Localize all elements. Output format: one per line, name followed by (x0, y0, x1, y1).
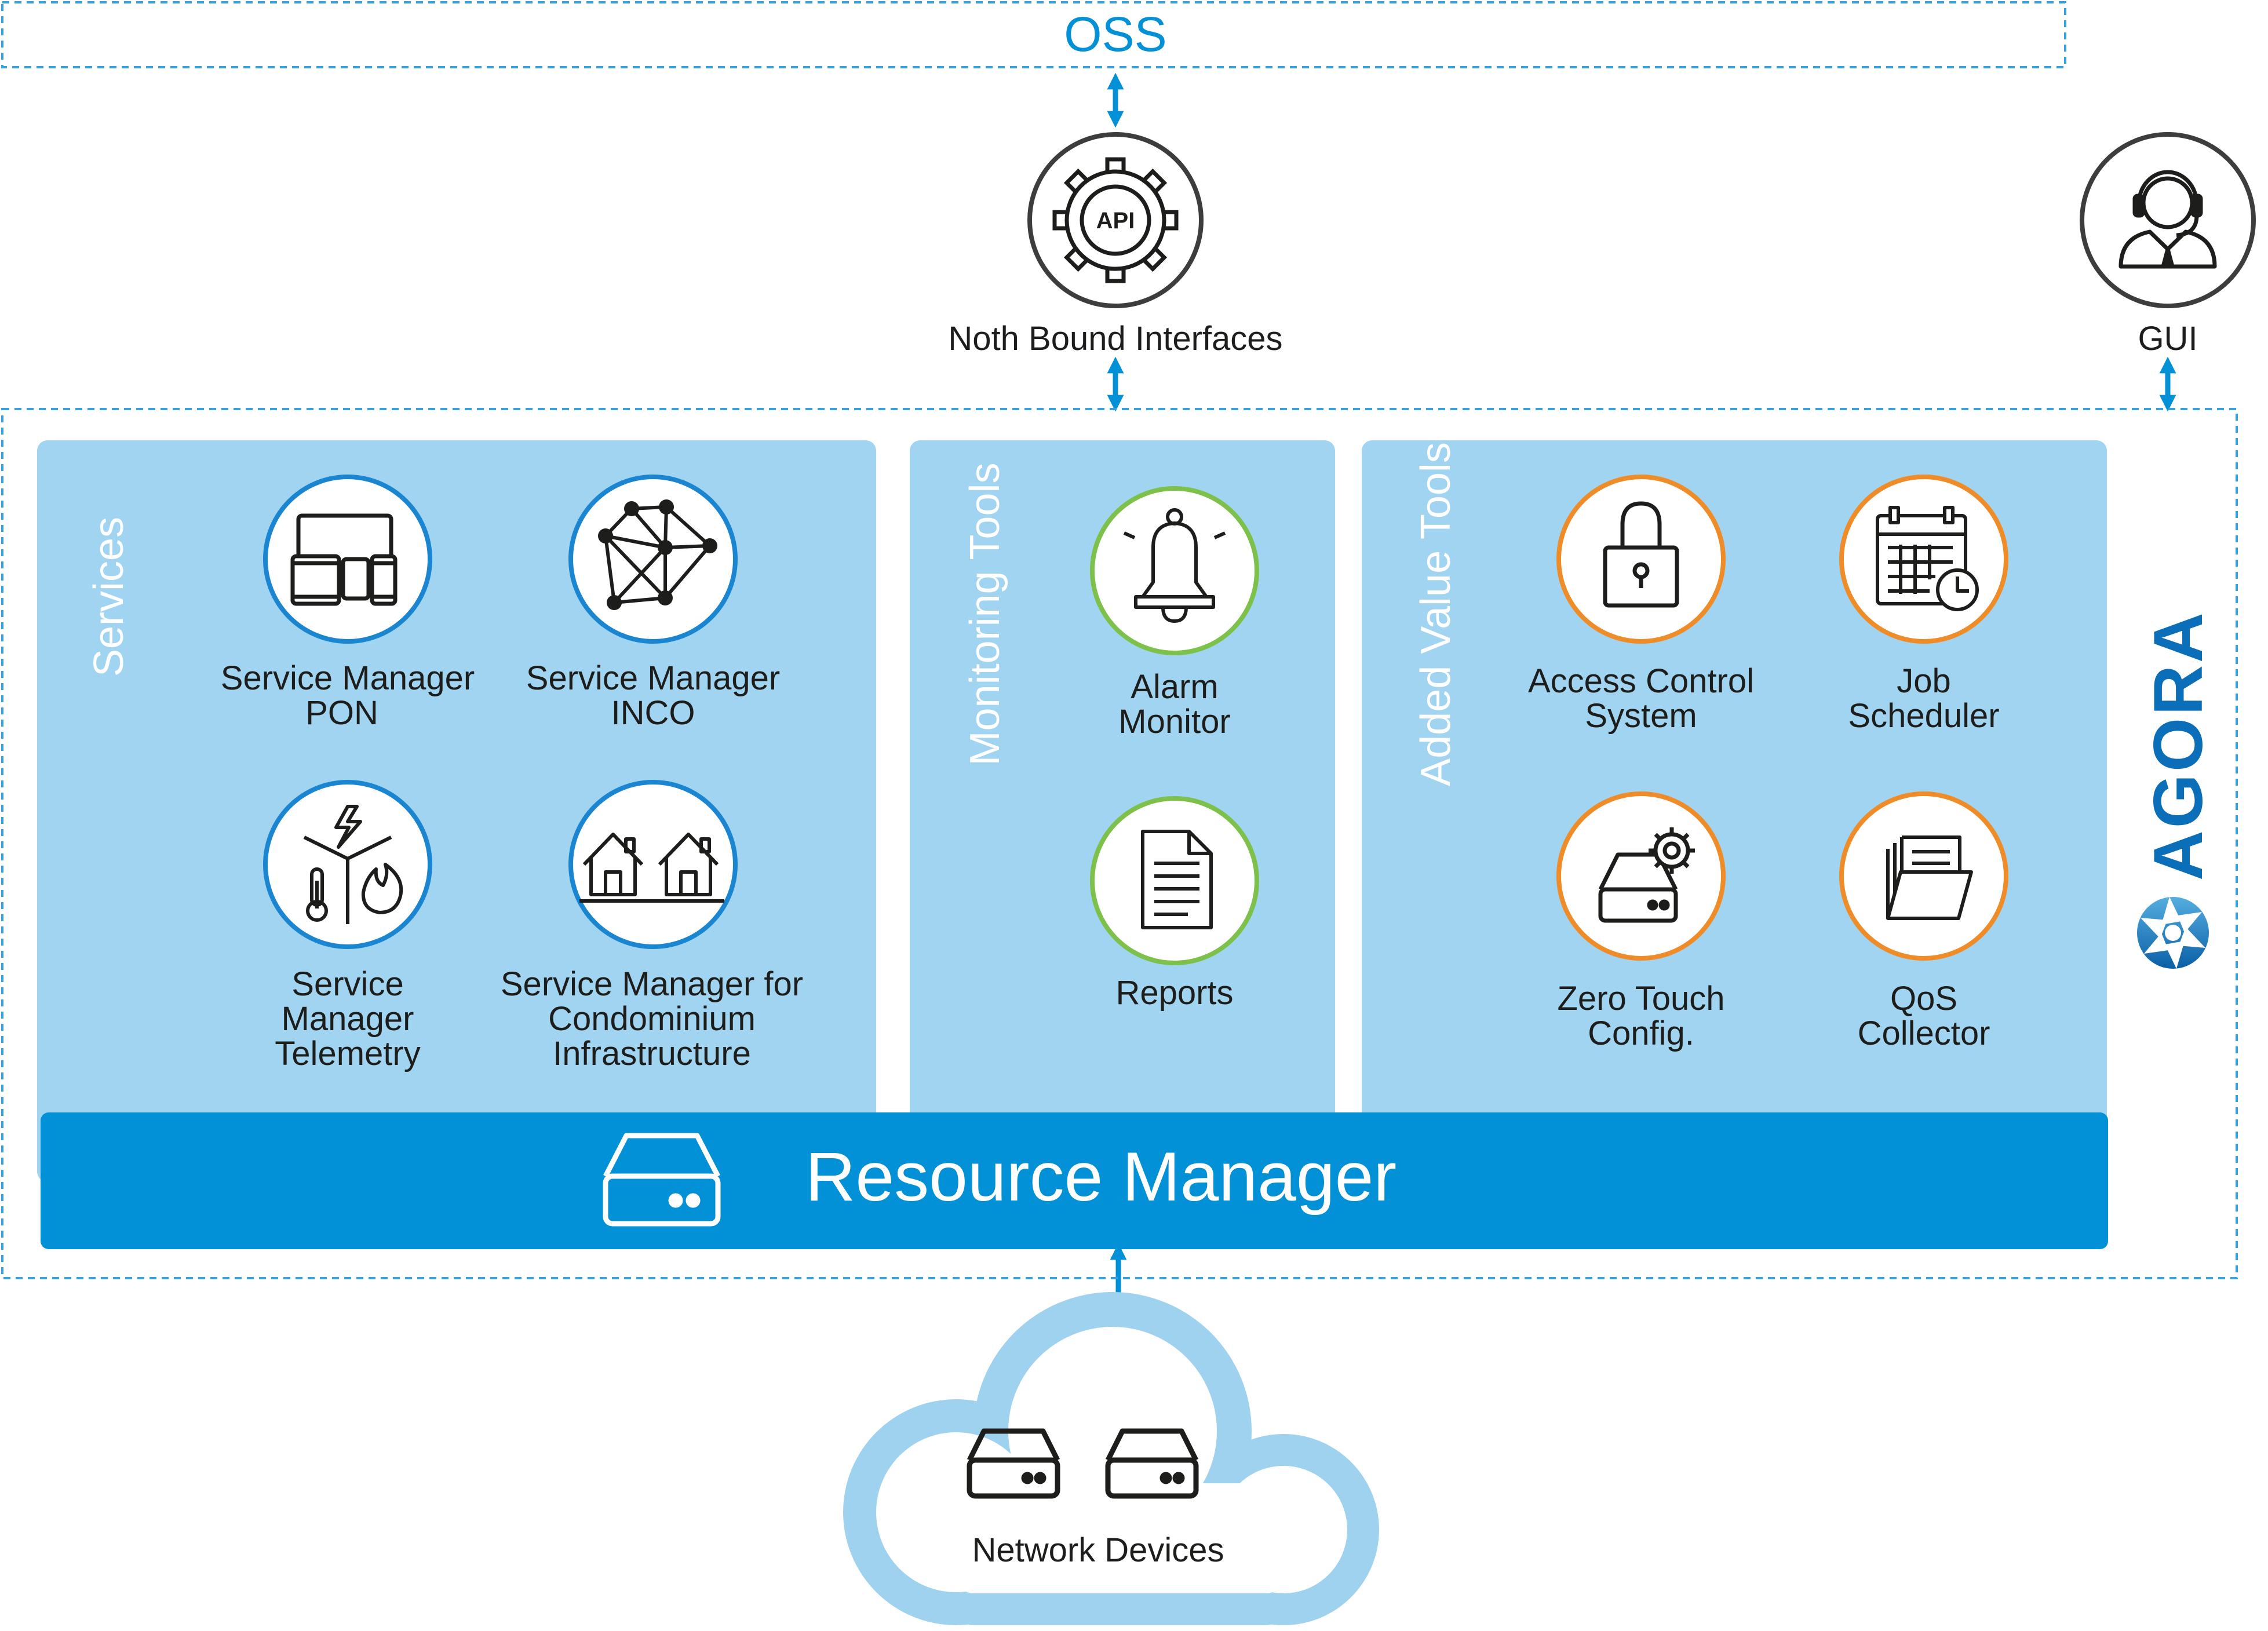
service-item-label: Service Manager (526, 659, 780, 697)
agora-brand: AGORA (2137, 610, 2217, 969)
tools-panel-title: Added Value Tools (1413, 442, 1459, 786)
padlock-icon (1603, 501, 1679, 608)
server-icon (1105, 1428, 1199, 1499)
resource-manager-label: Resource Manager (805, 1138, 1397, 1216)
resource-manager-bar: Resource Manager (41, 1112, 2108, 1249)
tool-item-job-scheduler: Job Scheduler (1839, 475, 2008, 735)
network-mesh-icon (598, 499, 717, 610)
service-item-label: INCO (611, 694, 695, 732)
gui-node: GUI (2080, 132, 2256, 357)
document-icon (1141, 830, 1213, 929)
tool-item-zero-touch: Zero Touch Config. (1556, 791, 1726, 1052)
devices-icon (290, 513, 398, 606)
service-item-label: Telemetry (275, 1035, 420, 1072)
tool-item-label: Scheduler (1848, 697, 1999, 735)
api-icon-text: API (1096, 208, 1135, 233)
network-devices-label: Network Devices (972, 1531, 1224, 1569)
gui-label: GUI (2138, 320, 2197, 357)
operator-headset-icon (2118, 170, 2217, 269)
tool-item-qos-collector: QoS Collector (1839, 791, 2008, 1052)
tool-item-label: Job (1897, 662, 1951, 700)
nbi-label: Noth Bound Interfaces (948, 320, 1282, 357)
service-item-label: Service Manager for (501, 965, 803, 1003)
houses-icon (579, 833, 724, 903)
tool-item-label: Access Control (1528, 662, 1754, 700)
service-item-label: PON (305, 694, 378, 732)
bell-icon (1123, 508, 1226, 623)
service-item-label: Manager (282, 1000, 414, 1038)
service-item-inco: Service Manager INCO (526, 475, 780, 732)
nbi-node: API Noth Bound Interfaces (948, 132, 1283, 357)
monitoring-item-label: Reports (1115, 974, 1233, 1012)
service-item-label: Service Manager (221, 659, 475, 697)
agora-brand-name: AGORA (2139, 610, 2217, 881)
server-icon (967, 1428, 1060, 1499)
service-item-label: Infrastructure (553, 1035, 751, 1072)
monitoring-item-reports: Reports (1090, 796, 1259, 1012)
server-icon (603, 1133, 721, 1227)
oss-layer: OSS (1, 1, 2066, 68)
agora-platform-frame (1, 408, 2238, 1279)
monitoring-item-label: Alarm (1131, 668, 1218, 706)
aperture-logo-icon (2137, 897, 2209, 969)
service-item-label: Service (291, 965, 403, 1003)
network-devices-cloud: Network Devices (843, 1292, 1379, 1625)
tool-item-label: System (1585, 697, 1697, 735)
tool-item-label: Zero Touch (1557, 980, 1724, 1017)
service-item-pon: Service Manager PON (221, 475, 475, 732)
service-item-telemetry: Service Manager Telemetry (263, 780, 432, 1072)
monitoring-panel-title: Monitoring Tools (962, 463, 1008, 766)
service-item-label: Condominium (548, 1000, 756, 1038)
api-gear-icon: API (1052, 157, 1179, 283)
services-panel-title: Services (86, 517, 132, 677)
tool-item-label: Collector (1858, 1015, 1990, 1052)
tool-item-label: Config. (1588, 1015, 1694, 1052)
tool-item-label: QoS (1890, 980, 1957, 1017)
service-item-condominium: Service Manager for Condominium Infrastr… (501, 780, 803, 1072)
monitoring-item-alarm: Alarm Monitor (1090, 486, 1259, 740)
folders-icon (1886, 835, 1973, 920)
calendar-clock-icon (1876, 506, 1979, 611)
tool-item-access-control: Access Control System (1528, 475, 1754, 735)
server-gear-icon (1598, 827, 1695, 923)
oss-label: OSS (1064, 7, 1166, 61)
telemetry-icon (303, 805, 403, 924)
monitoring-item-label: Monitor (1118, 703, 1230, 740)
